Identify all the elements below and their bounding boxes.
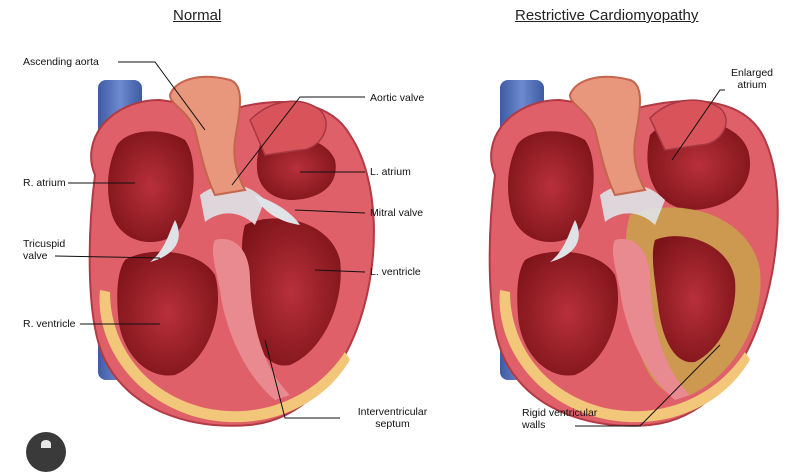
restrictive-heart — [488, 75, 779, 427]
title-restrictive: Restrictive Cardiomyopathy — [515, 7, 699, 24]
restrictive-aorta — [568, 75, 647, 197]
restrictive-tricuspid — [550, 220, 579, 262]
restrictive-septum — [612, 239, 690, 400]
share-button[interactable] — [26, 432, 66, 472]
leader-l-ventricle — [314, 269, 366, 273]
restrictive-r-ventricle — [517, 251, 619, 376]
label-r-ventricle: R. ventricle — [23, 318, 76, 330]
leader-tricuspid-valve — [54, 255, 161, 259]
leader-aortic-valve — [231, 96, 365, 186]
label-interventricular-septum: Interventricular septum — [357, 406, 428, 430]
normal-l-ventricle — [241, 218, 341, 366]
restrictive-l-ventricle — [652, 236, 736, 363]
normal-mitral — [255, 195, 300, 225]
leader-enlarged-atrium — [671, 89, 725, 161]
label-l-ventricle: L. ventricle — [370, 266, 421, 278]
label-ascending-aorta: Ascending aorta — [23, 56, 99, 68]
leader-lines — [54, 61, 725, 427]
normal-r-ventricle — [117, 251, 219, 376]
label-aortic-valve: Aortic valve — [370, 92, 425, 104]
label-enlarged-atrium: Enlarged atrium — [730, 67, 774, 91]
restrictive-pulmonary — [649, 99, 727, 151]
leader-ascending-aorta — [118, 61, 206, 131]
title-normal: Normal — [173, 7, 222, 24]
share-icon — [41, 440, 51, 448]
normal-tricuspid — [150, 220, 179, 262]
normal-r-atrium — [108, 131, 194, 243]
normal-septum — [212, 239, 290, 400]
leader-mitral-valve — [294, 209, 366, 214]
label-rigid-ventricular-walls: Rigid ventricular walls — [522, 407, 598, 431]
normal-heart — [88, 75, 375, 427]
leader-rigid-walls — [575, 344, 721, 427]
restrictive-r-atrium — [508, 131, 594, 243]
label-tricuspid-valve: Tricuspid valve — [23, 238, 66, 262]
label-r-atrium: R. atrium — [23, 177, 66, 189]
label-mitral-valve: Mitral valve — [370, 207, 424, 219]
label-l-atrium: L. atrium — [370, 166, 411, 178]
leader-interventricular-septum — [264, 339, 340, 419]
normal-aorta — [168, 75, 247, 197]
diagram-stage: Normal Restrictive Cardiomyopathy Ascend… — [23, 7, 779, 472]
normal-pulmonary — [249, 100, 327, 156]
heart-illustrations — [54, 61, 779, 427]
